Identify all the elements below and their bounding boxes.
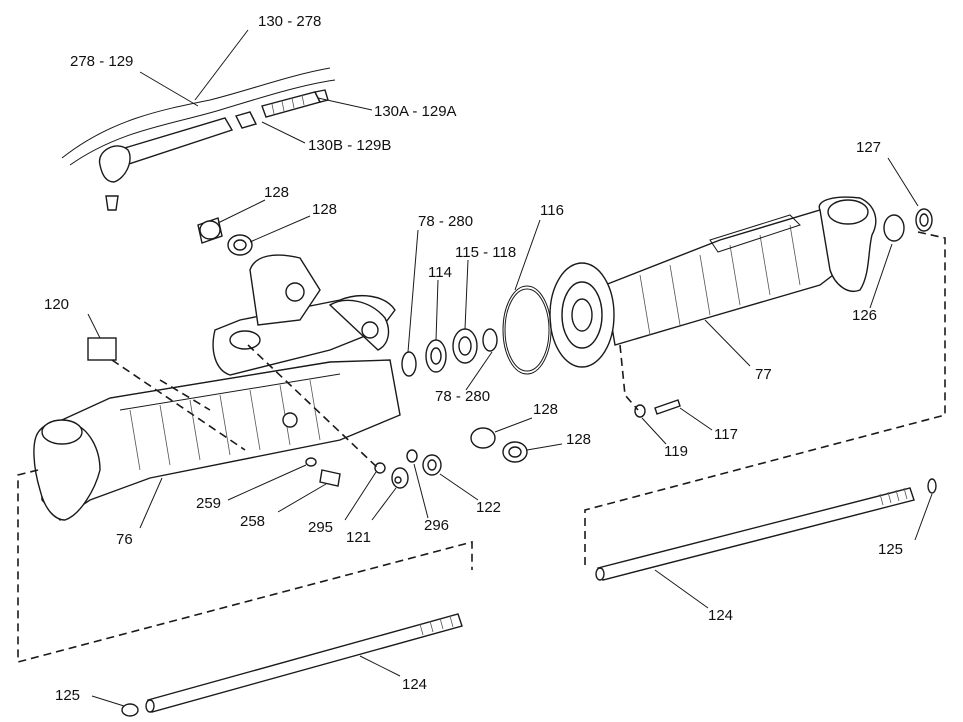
callout-122: 122 [476,499,502,516]
callout-128-c: 128 [533,401,559,418]
callout-125-b: 125 [878,541,904,558]
callout-76: 76 [116,531,133,548]
axle-shafts [145,487,915,713]
callout-114: 114 [428,264,452,281]
callout-128-b: 128 [312,201,338,218]
callout-296: 296 [424,517,450,534]
callout-124-b: 124 [708,607,734,624]
callout-121: 121 [346,529,372,546]
callout-258: 258 [240,513,266,530]
callout-259: 259 [196,495,222,512]
callout-130a-129a: 130A - 129A [374,103,457,120]
callout-120: 120 [44,296,70,313]
callout-278-129: 278 - 129 [70,53,134,70]
callout-77: 77 [755,366,772,383]
callout-295: 295 [308,519,334,536]
callout-78-280-b: 78 - 280 [435,388,491,405]
callout-128-d: 128 [566,431,592,448]
callout-125-a: 125 [55,687,81,704]
callout-78-280-a: 78 - 280 [418,213,474,230]
tie-rod-assembly [61,67,336,211]
callout-119: 119 [664,443,688,460]
callout-116: 116 [540,202,564,219]
callout-130-278: 130 - 278 [258,13,322,30]
callout-128-a: 128 [264,184,290,201]
left-axle-housing [33,254,401,521]
callout-117: 117 [714,426,738,443]
callout-124-a: 124 [402,676,428,693]
assembly-dashed-lines [17,231,946,664]
right-axle-housing [549,196,877,368]
callout-127: 127 [856,139,882,156]
callout-130b-129b: 130B - 129B [308,137,392,154]
bearing-parts [87,208,937,717]
leader-lines [87,29,933,707]
callout-126: 126 [852,307,878,324]
callout-115-118: 115 - 118 [455,244,517,261]
